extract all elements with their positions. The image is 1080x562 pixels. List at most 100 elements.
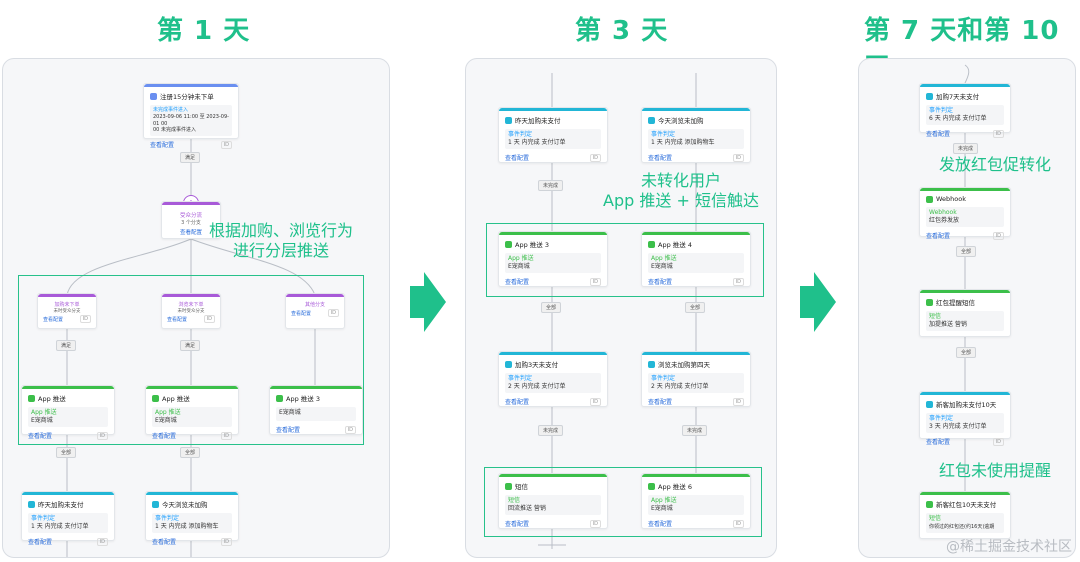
card-line: 1 天 内完成 支付订单 bbox=[508, 139, 566, 147]
card-title: 注册15分钟未下单 bbox=[160, 93, 214, 101]
phone-icon bbox=[28, 394, 35, 402]
card-sub: App 推送 bbox=[508, 255, 534, 262]
view-config-link[interactable]: 查看配置 bbox=[276, 427, 301, 434]
view-config-link[interactable]: 查看配置 bbox=[648, 279, 673, 287]
card-line: 00 未完成事件进入 bbox=[153, 127, 196, 134]
view-config-link[interactable]: 查看配置 bbox=[28, 433, 53, 441]
view-config-link[interactable]: 查看配置 bbox=[291, 310, 312, 317]
annotation-unused-reminder: 红包未使用提醒 bbox=[939, 461, 1052, 480]
id-badge: ID bbox=[220, 537, 232, 546]
view-config-link[interactable]: 查看配置 bbox=[28, 539, 53, 547]
condition-pill: 未完成 bbox=[538, 180, 564, 191]
event-icon bbox=[505, 116, 512, 124]
id-badge: ID bbox=[589, 277, 601, 286]
card-title: App 推送 3 bbox=[286, 395, 320, 403]
phone-icon bbox=[648, 240, 655, 248]
view-config-link[interactable]: 查看配置 bbox=[648, 399, 673, 407]
id-badge: ID bbox=[589, 519, 601, 528]
card-sub: 事件判定 bbox=[929, 107, 954, 114]
event-icon bbox=[150, 92, 157, 100]
card-sub: 事件判定 bbox=[508, 375, 533, 382]
card-line: E宠商城 bbox=[508, 263, 530, 271]
condition-pill: 满足 bbox=[180, 340, 201, 351]
view-config-link[interactable]: 查看配置 bbox=[505, 521, 530, 529]
id-badge: ID bbox=[79, 315, 91, 323]
view-config-link[interactable]: 查看配置 bbox=[926, 131, 951, 139]
annotation-unconverted: 未转化用户 App 推送 + 短信触达 bbox=[603, 171, 759, 210]
view-config-link[interactable]: 查看配置 bbox=[505, 399, 530, 407]
day1-title: 第 1 天 bbox=[157, 16, 251, 46]
card-sub: 短信 bbox=[508, 497, 521, 504]
annotation-segmented-push: 根据加购、浏览行为 进行分层推送 bbox=[209, 221, 354, 260]
view-config-link[interactable]: 查看配置 bbox=[43, 316, 64, 323]
view-config-link[interactable]: 查看配置 bbox=[648, 521, 673, 529]
view-config-link[interactable]: 查看配置 bbox=[926, 233, 951, 241]
card-line: E宠商城 bbox=[279, 409, 301, 416]
card-line: 1 天 内完成 添加购物车 bbox=[155, 523, 219, 531]
id-badge: ID bbox=[992, 437, 1004, 446]
phone-icon bbox=[505, 240, 512, 248]
id-badge: ID bbox=[992, 231, 1004, 240]
card-line: 1 天 内完成 添加购物车 bbox=[651, 139, 715, 147]
event-icon bbox=[505, 360, 512, 368]
condition-pill: 未完成 bbox=[538, 425, 564, 436]
id-badge: ID bbox=[732, 277, 744, 286]
card-sub: 事件判定 bbox=[31, 515, 56, 522]
id-badge: ID bbox=[589, 153, 601, 162]
card-title: 浏览未加购第四天 bbox=[658, 361, 710, 369]
card-title: 今天浏览未加购 bbox=[162, 501, 208, 509]
phone-icon bbox=[276, 394, 283, 402]
annotation-red-packet: 发放红包促转化 bbox=[939, 155, 1052, 174]
card-title: 加购7天未支付 bbox=[936, 93, 980, 101]
split-card[interactable]: 受众分流 3 个分支 查看配置 bbox=[161, 201, 221, 239]
view-config-link[interactable]: 查看配置 bbox=[150, 142, 175, 149]
view-config-link[interactable]: 查看配置 bbox=[152, 433, 177, 441]
card-line: 回流推送 营销 bbox=[508, 505, 546, 513]
trigger-card[interactable]: 注册15分钟未下单 未完成事件进入 2023-09-06 11:00 至 202… bbox=[143, 83, 239, 149]
condition-pill: 全部 bbox=[956, 246, 977, 257]
view-config-link[interactable]: 查看配置 bbox=[505, 155, 530, 163]
card-line: E宠商城 bbox=[651, 263, 673, 271]
card-sub: 事件判定 bbox=[651, 131, 676, 138]
sms-card[interactable]: 红包提醒短信 短信加提推送 营销 bbox=[919, 289, 1011, 337]
view-config-link[interactable]: 查看配置 bbox=[505, 279, 530, 287]
id-badge: ID bbox=[344, 425, 356, 434]
event-icon bbox=[926, 400, 933, 408]
view-config-link[interactable]: 查看配置 bbox=[167, 316, 188, 323]
condition-pill: 未完成 bbox=[682, 425, 708, 436]
watermark: @稀土掘金技术社区 bbox=[946, 539, 1072, 555]
card-sub: 事件判定 bbox=[651, 375, 676, 382]
card-title: 昨天加购未支付 bbox=[38, 501, 84, 509]
card-title: Webhook bbox=[936, 195, 967, 203]
day3-title: 第 3 天 bbox=[575, 16, 669, 46]
sms-card[interactable]: 新客红包10天未支付 短信你领过的红包还(约16天)逾期 bbox=[919, 491, 1011, 539]
view-config-link[interactable]: 查看配置 bbox=[648, 155, 673, 163]
card-sub: App 推送 bbox=[31, 409, 57, 416]
id-badge: ID bbox=[732, 397, 744, 406]
card-title: 昨天加购未支付 bbox=[515, 117, 561, 125]
phone-icon bbox=[152, 394, 159, 402]
view-config-link[interactable]: 查看配置 bbox=[926, 439, 951, 447]
view-config-link[interactable]: 查看配置 bbox=[152, 539, 177, 547]
view-config-link[interactable]: 查看配置 bbox=[179, 230, 202, 236]
app-push-card[interactable]: App 推送 3 E宠商城 查看配置 ID bbox=[269, 385, 363, 435]
card-sub: 事件判定 bbox=[508, 131, 533, 138]
